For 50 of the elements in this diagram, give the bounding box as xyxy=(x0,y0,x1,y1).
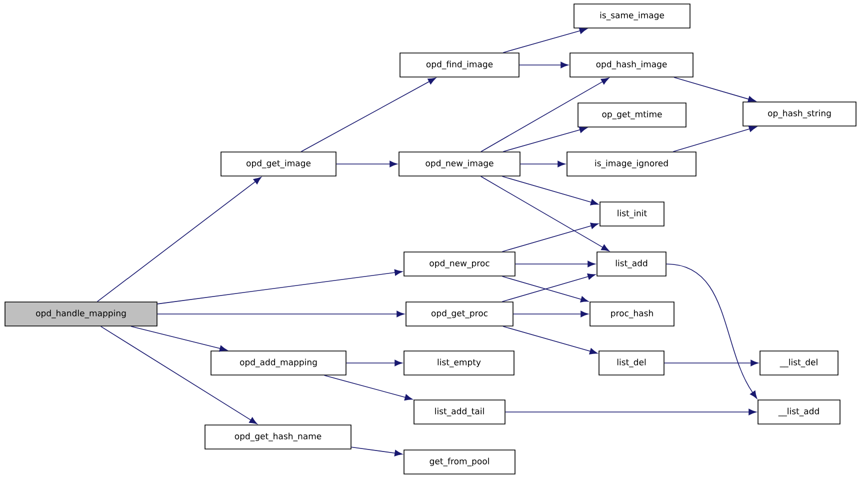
arrow xyxy=(666,264,758,399)
arrow xyxy=(513,310,588,318)
arrow xyxy=(351,446,402,456)
arrow xyxy=(502,176,598,206)
arrow xyxy=(346,360,402,366)
function-box: list_empty xyxy=(404,350,514,376)
function-box: __list_del xyxy=(760,350,838,376)
function-box: opd_get_image xyxy=(220,152,336,176)
function-box: list_add_tail xyxy=(414,400,506,424)
arrow xyxy=(157,310,404,318)
arrow xyxy=(520,160,566,168)
arrow xyxy=(130,326,228,352)
function-box: is_same_image xyxy=(574,4,690,28)
arrow xyxy=(157,269,402,304)
arrow xyxy=(480,176,610,252)
arrow xyxy=(96,176,262,302)
arrow xyxy=(336,160,398,168)
function-box: is_image_ignored xyxy=(566,152,696,176)
function-box: proc_hash xyxy=(590,302,674,326)
function-box: opd_get_proc xyxy=(406,302,514,326)
function-box: __list_add xyxy=(758,400,840,424)
arrow xyxy=(664,360,758,366)
arrow xyxy=(300,78,436,152)
arrow xyxy=(505,408,756,416)
arrow xyxy=(502,276,588,302)
arrow xyxy=(502,326,598,354)
arrow xyxy=(515,260,596,268)
function-box: get_from_pool xyxy=(404,450,516,474)
arrow xyxy=(519,62,568,68)
function-box: list_del xyxy=(598,350,664,376)
function-box: opd_hash_image xyxy=(570,52,694,78)
function-box: list_init xyxy=(600,202,664,226)
function-box: opd_add_mapping xyxy=(210,350,346,376)
function-box: opd_new_proc xyxy=(404,252,516,276)
function-box: list_add xyxy=(596,252,666,276)
arrow xyxy=(100,326,258,424)
function-box: opd_find_image xyxy=(400,52,520,78)
arrow xyxy=(502,222,598,252)
arrow xyxy=(502,273,596,302)
arrow xyxy=(480,78,610,152)
function-box: opd_get_hash_name xyxy=(204,424,352,450)
arrow xyxy=(502,28,588,53)
function-box: op_hash_string xyxy=(742,102,856,126)
arrow xyxy=(502,126,588,152)
arrow xyxy=(674,77,756,102)
function-box: op_get_mtime xyxy=(578,102,686,128)
function-box: opd_new_image xyxy=(398,152,520,176)
function-box: opd_handle_mapping xyxy=(4,302,158,326)
arrow xyxy=(324,375,413,400)
arrow xyxy=(672,126,757,152)
